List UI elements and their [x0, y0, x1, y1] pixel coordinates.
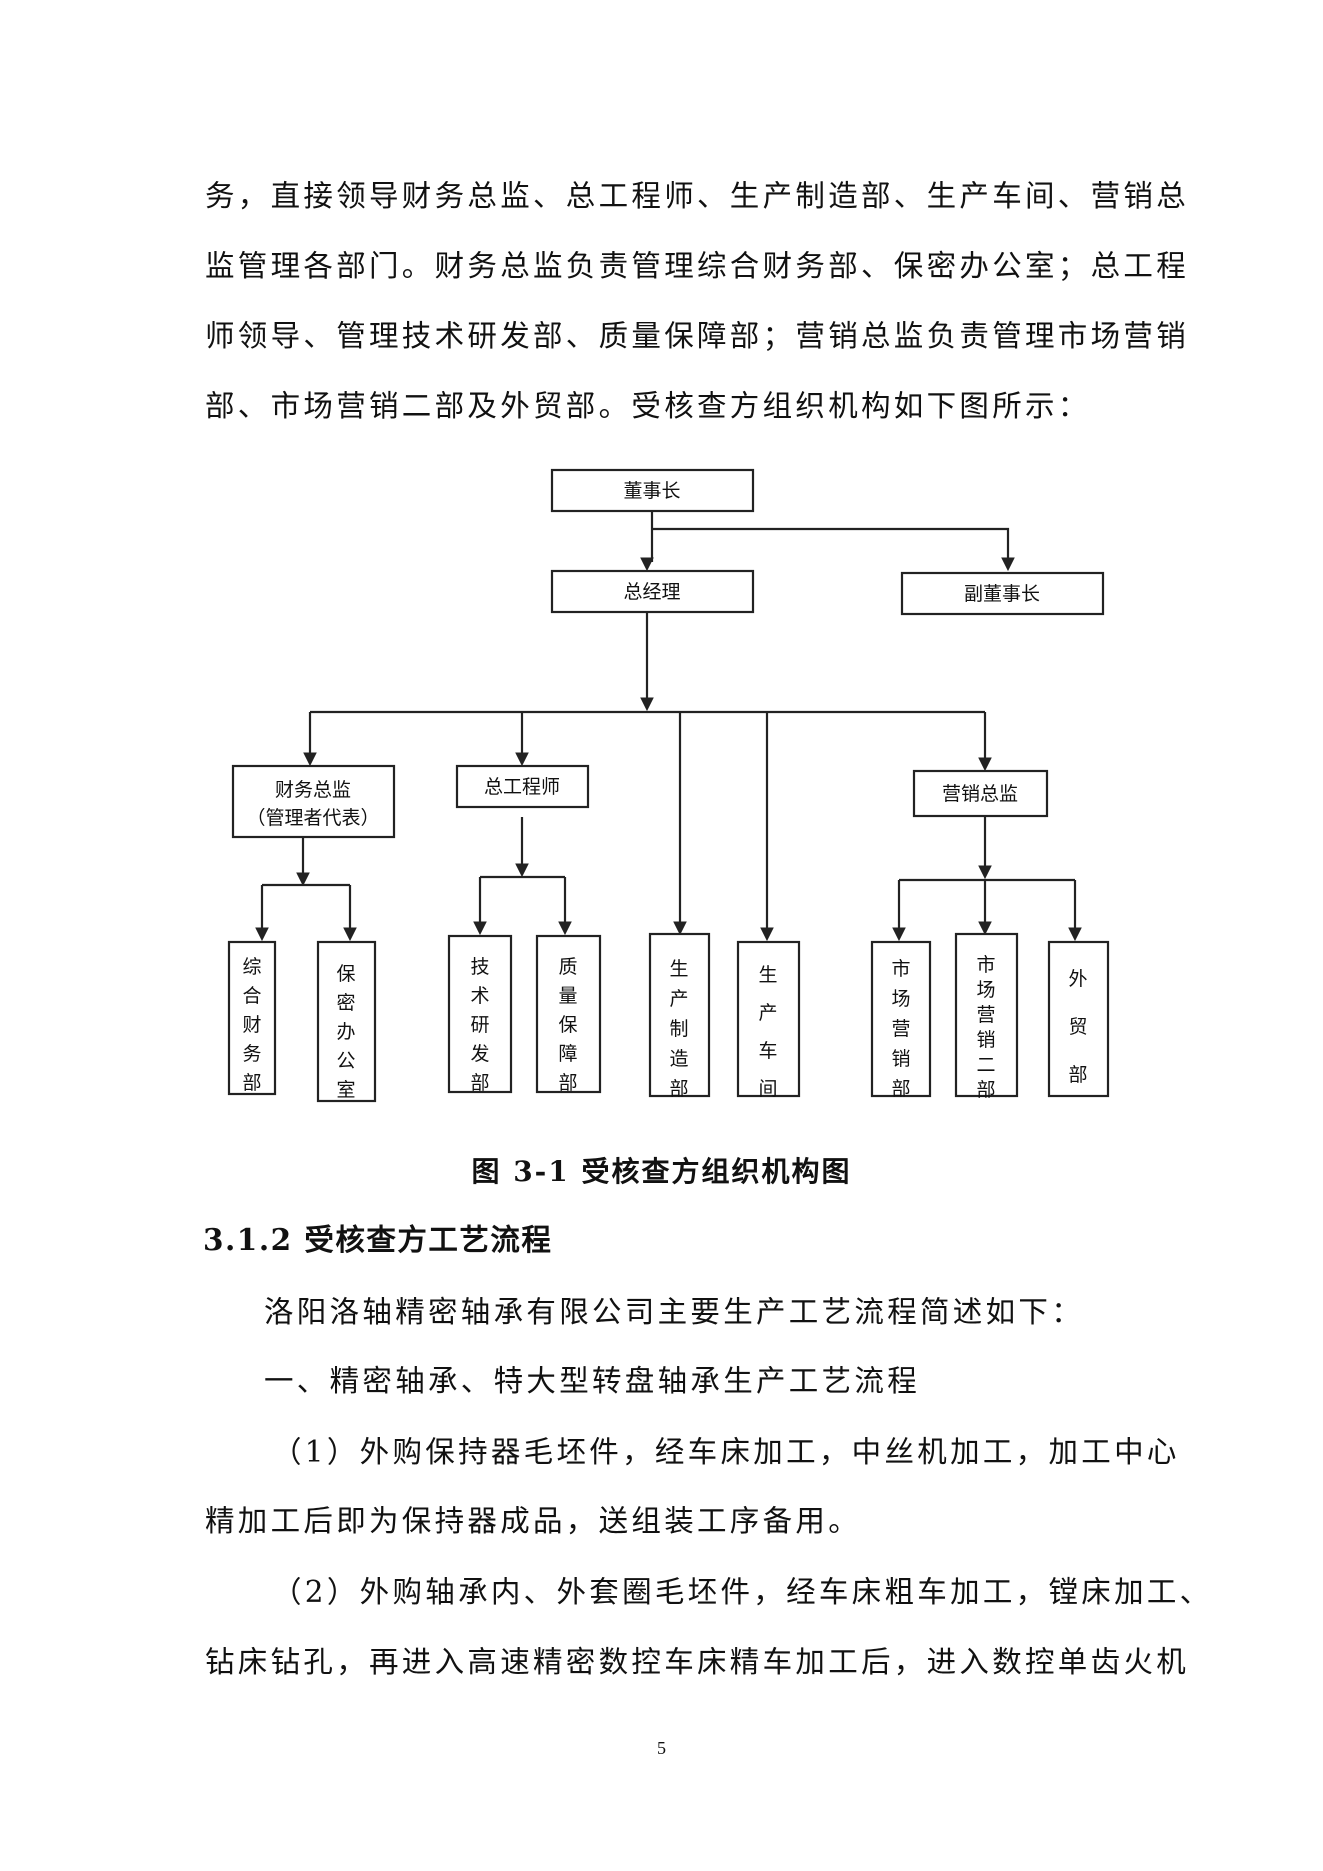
- body-line-3: （1）外购保持器毛坯件，经车床加工，中丝机加工，加工中心: [272, 1435, 1180, 1469]
- node-foreign-trade: 外贸部: [1047, 940, 1110, 1098]
- node-marketing-director-label: 营销总监: [942, 783, 1018, 805]
- node-marketing-director: 营销总监: [912, 769, 1049, 818]
- body-line-2: 一、精密轴承、特大型转盘轴承生产工艺流程: [264, 1364, 921, 1398]
- intro-line-1: 务，直接领导财务总监、总工程师、生产制造部、生产车间、营销总: [205, 179, 1190, 213]
- node-cfo: 财务总监 （管理者代表）: [231, 764, 396, 839]
- intro-line-3: 师领导、管理技术研发部、质量保障部；营销总监负责管理市场营销: [205, 319, 1190, 353]
- node-chairman: 董事长: [550, 468, 755, 513]
- node-chief-engineer: 总工程师: [455, 764, 590, 809]
- arrowhead-trade: [1068, 927, 1082, 942]
- arrowhead-marketing-dept1: [892, 927, 906, 942]
- arrowhead-marketing: [978, 757, 992, 772]
- org-chart-connectors: [260, 511, 1077, 932]
- node-chairman-label: 董事长: [623, 480, 680, 502]
- connector-chairman-vice: [652, 527, 1010, 564]
- arrowhead-security: [343, 927, 357, 942]
- node-chief-engineer-label: 总工程师: [484, 776, 560, 798]
- page-number: 5: [657, 1738, 666, 1758]
- node-marketing-dept: 市场营销部: [870, 940, 932, 1100]
- arrowhead-gm: [640, 557, 654, 572]
- node-security-office: 保密办公室: [316, 940, 377, 1103]
- arrowhead-production: [673, 921, 687, 936]
- node-production-dept-label: 生产制造部: [669, 958, 688, 1100]
- arrowhead-cfo-branch: [296, 872, 310, 887]
- node-production-dept: 生产制造部: [648, 932, 711, 1100]
- arrowhead-engineer-branch: [515, 863, 529, 878]
- node-quality-dept-label: 质量保障部: [558, 956, 577, 1094]
- figure-caption: 图 3-1 受核查方组织机构图: [471, 1155, 852, 1188]
- arrowhead-vice: [1001, 557, 1015, 572]
- node-general-manager-label: 总经理: [623, 581, 680, 603]
- node-vice-chairman-label: 副董事长: [964, 583, 1040, 605]
- arrowhead-cfo: [303, 752, 317, 767]
- body-line-1: 洛阳洛轴精密轴承有限公司主要生产工艺流程简述如下：: [264, 1295, 1085, 1329]
- node-workshop: 生产车间: [736, 940, 801, 1100]
- body-line-6: 钻床钻孔，再进入高速精密数控车床精车加工后，进入数控单齿火机: [205, 1645, 1190, 1679]
- node-marketing-dept-2-label: 市场营销二部: [976, 954, 995, 1101]
- section-heading: 3.1.2 受核查方工艺流程: [203, 1222, 553, 1257]
- node-general-manager: 总经理: [550, 569, 755, 614]
- node-security-office-label: 保密办公室: [336, 963, 355, 1101]
- arrowhead-bus: [640, 697, 654, 712]
- body-line-4: 精加工后即为保持器成品，送组装工序备用。: [205, 1504, 862, 1538]
- node-cfo-title: 财务总监: [275, 779, 351, 801]
- arrowhead-rd: [473, 921, 487, 936]
- node-finance-dept-label: 综合财务部: [242, 956, 261, 1094]
- node-vice-chairman: 副董事长: [900, 571, 1105, 616]
- intro-line-2: 监管理各部门。财务总监负责管理综合财务部、保密办公室；总工程: [205, 249, 1190, 283]
- arrowhead-marketing-branch: [978, 865, 992, 880]
- node-finance-dept: 综合财务部: [227, 940, 277, 1096]
- org-chart-diagram: 董事长 总经理 副董事长 财务总监 （管理者代表） 总工程师 营销总监 综合财务…: [227, 468, 1110, 1103]
- body-line-5: （2）外购轴承内、外套圈毛坯件，经车床粗车加工，镗床加工、: [272, 1575, 1213, 1609]
- node-marketing-dept-2: 市场营销二部: [954, 932, 1019, 1101]
- intro-line-4: 部、市场营销二部及外贸部。受核查方组织机构如下图所示：: [205, 389, 1091, 423]
- arrowhead-marketing-dept2: [978, 921, 992, 936]
- arrowhead-engineer: [515, 752, 529, 767]
- node-rd-dept-label: 技术研发部: [470, 956, 489, 1094]
- node-marketing-dept-label: 市场营销部: [891, 958, 910, 1100]
- arrowhead-quality: [558, 921, 572, 936]
- node-cfo-subtitle: （管理者代表）: [246, 807, 379, 829]
- org-chart-arrowheads: [255, 557, 1082, 942]
- node-workshop-label: 生产车间: [758, 964, 777, 1100]
- node-foreign-trade-label: 外贸部: [1068, 968, 1087, 1086]
- arrowhead-workshop: [760, 927, 774, 942]
- node-quality-dept: 质量保障部: [535, 934, 602, 1094]
- node-rd-dept: 技术研发部: [447, 934, 513, 1094]
- arrowhead-finance: [255, 927, 269, 942]
